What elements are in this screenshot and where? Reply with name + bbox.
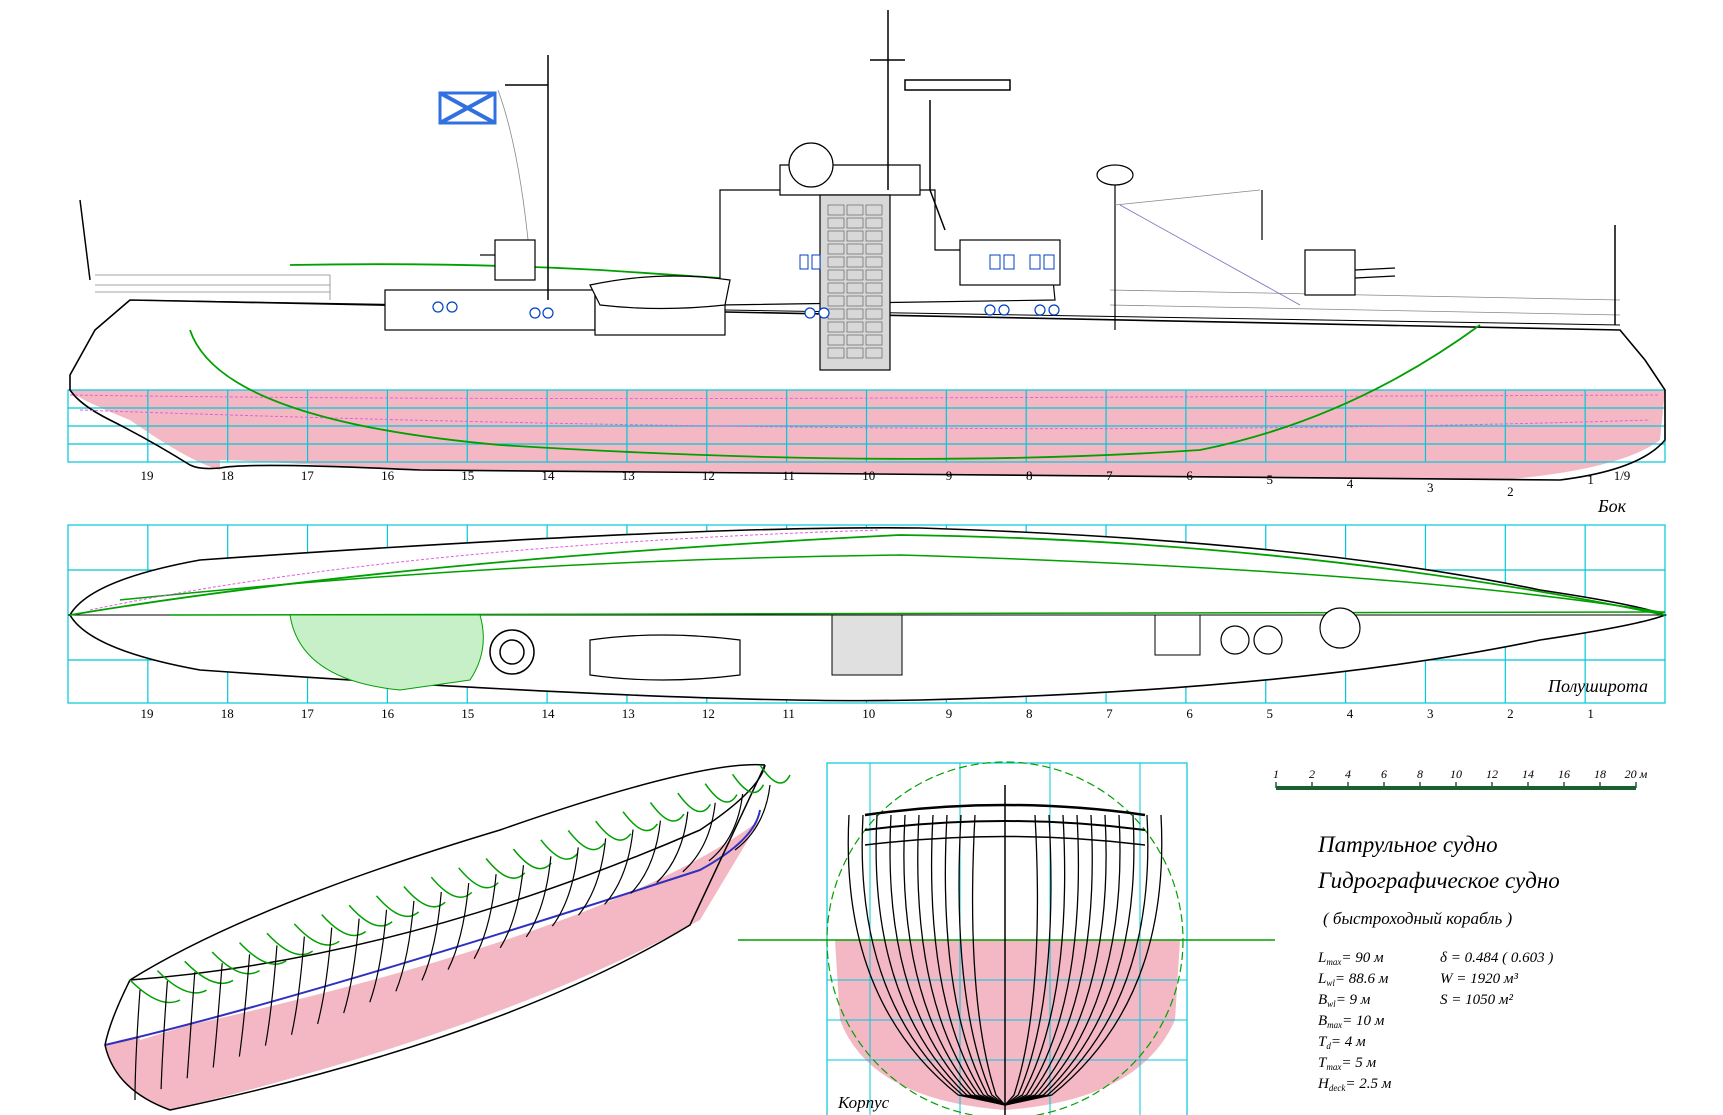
side-frame-number: 12 [702, 468, 715, 483]
side-frame-number: 13 [622, 468, 635, 483]
side-frame-number: 19 [141, 468, 154, 483]
scale-tick-label: 4 [1345, 767, 1351, 781]
spec-left: Lwl= 88.6 м [1317, 971, 1389, 988]
spec-left: Hdeck= 2.5 м [1317, 1076, 1392, 1093]
side-frame-number: 1 [1587, 472, 1594, 487]
half-frame-number: 14 [542, 706, 556, 721]
half-frame-number: 13 [622, 706, 635, 721]
spec-right: S = 1050 м² [1440, 992, 1513, 1008]
title-line-2: Гидрографическое судно [1317, 868, 1560, 893]
side-frame-number: 8 [1026, 468, 1033, 483]
side-hull-outline [69, 299, 1666, 481]
scale-tick-label: 20 м [1625, 767, 1648, 781]
specifications: Lmax= 90 м Lwl= 88.6 м Bwl= 9 м Bmax= 10 м T… [1317, 950, 1553, 1093]
side-frame-number: 17 [301, 468, 315, 483]
body-plan-label: Корпус [837, 1093, 890, 1112]
scale-tick-label: 8 [1417, 767, 1423, 781]
spec-left: Lmax= 90 м [1317, 950, 1384, 967]
scale-tick-label: 12 [1486, 767, 1498, 781]
half-frame-number: 17 [301, 706, 315, 721]
spec-right: W = 1920 м³ [1440, 971, 1518, 987]
spec-right: δ = 0.484 ( 0.603 ) [1440, 950, 1553, 966]
spec-left: Bwl= 9 м [1318, 992, 1371, 1009]
side-frame-number: 6 [1186, 468, 1193, 483]
scale-tick-label: 1 [1273, 767, 1279, 781]
title-line-1: Патрульное судно [1317, 832, 1498, 857]
side-frame-number: 9 [946, 468, 953, 483]
side-frame-number: 3 [1427, 480, 1434, 495]
side-frame-number: 7 [1106, 468, 1113, 483]
spec-left: Td= 4 м [1318, 1034, 1366, 1051]
half-frame-number: 10 [862, 706, 875, 721]
half-frame-number: 16 [381, 706, 395, 721]
scale-tick-label: 16 [1558, 767, 1570, 781]
side-frame-number: 2 [1507, 484, 1514, 499]
half-frame-number: 7 [1106, 706, 1113, 721]
half-frame-number: 9 [946, 706, 953, 721]
half-frame-number: 2 [1507, 706, 1514, 721]
side-frame-number: 5 [1267, 472, 1274, 487]
hull-3d-view [104, 762, 791, 1111]
half-frame-number: 18 [221, 706, 234, 721]
side-frame-number: 11 [782, 468, 795, 483]
spec-left: Tmax= 5 м [1318, 1055, 1376, 1072]
scale-tick-label: 14 [1522, 767, 1534, 781]
side-frame-number: 10 [862, 468, 875, 483]
half-breadth-label: Полуширота [1547, 676, 1648, 696]
half-breadth-view: 19 18 17 16 15 14 13 12 11 10 9 8 7 6 5 4 3 2 1 Полуширота [67, 524, 1668, 721]
hull-3d-underwater [105, 820, 760, 1110]
side-frame-number: 15 [461, 468, 474, 483]
half-frame-number: 6 [1186, 706, 1193, 721]
title-block: Патрульное судно Гидрографическое судно … [1317, 832, 1560, 928]
side-frame-number: 18 [221, 468, 234, 483]
half-frame-number: 15 [461, 706, 474, 721]
half-frame-number: 12 [702, 706, 715, 721]
scale-tick-label: 10 [1450, 767, 1462, 781]
scale-tick-label: 2 [1309, 767, 1315, 781]
side-frame-number: 16 [381, 468, 395, 483]
half-frame-number: 19 [141, 706, 154, 721]
side-view-label: Бок [1597, 496, 1627, 516]
flag-icon [438, 91, 497, 125]
scale-tick-label: 6 [1381, 767, 1387, 781]
side-frame-number: 1/9 [1614, 468, 1631, 483]
title-line-3: ( быстроходный корабль ) [1323, 909, 1512, 928]
half-frame-number: 11 [782, 706, 795, 721]
side-frame-number: 4 [1347, 476, 1354, 491]
half-frame-number: 8 [1026, 706, 1033, 721]
side-view: 19 18 17 16 15 14 13 12 11 10 9 8 7 6 5 4 3 2 1 1/9 Бок [67, 10, 1666, 516]
half-frame-number: 3 [1427, 706, 1434, 721]
side-frame-number: 14 [542, 468, 556, 483]
half-frame-number: 1 [1587, 706, 1594, 721]
half-frame-number: 4 [1347, 706, 1354, 721]
body-plan-view: Корпус [738, 761, 1275, 1115]
scale-tick-label: 18 [1594, 767, 1606, 781]
spec-left: Bmax= 10 м [1318, 1013, 1385, 1030]
half-frame-number: 5 [1267, 706, 1274, 721]
